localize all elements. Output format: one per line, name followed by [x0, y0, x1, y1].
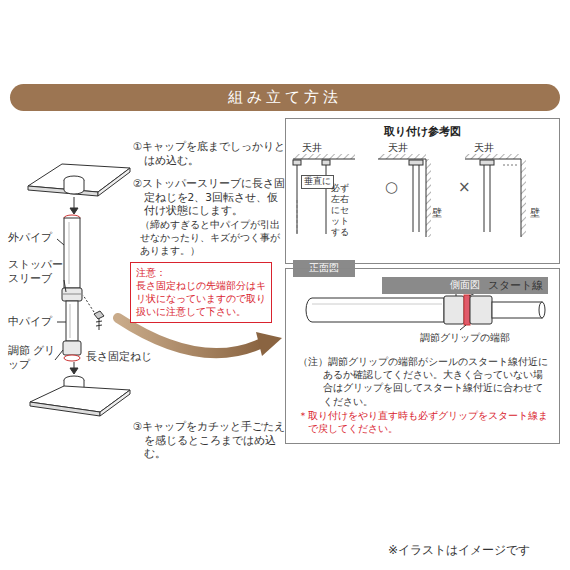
box-heading: 取り付け参考図	[286, 124, 559, 139]
reference-box: 取り付け参考図正面図側面図	[285, 118, 560, 264]
reference-drawings	[293, 154, 526, 237]
step-text: ③キャップをカチッと手ごたえを感じるところまではめ込む。	[133, 420, 289, 461]
part-name: 調節 グリップ	[8, 344, 56, 371]
wall-label: 壁	[530, 206, 540, 219]
ng-mark: ×	[458, 178, 471, 198]
step-text: ①キャップを底までしっかりとはめ込む。	[133, 140, 289, 167]
box-text: ＊取り付けをやり直す時も必ずグリップをスタート線まで戻してください。	[298, 409, 549, 435]
step-text: （締めすぎると中パイプが引出せなかったり、キズがつく事があります。）	[140, 218, 280, 257]
step-text: ②ストッパースリーブに長さ固定ねじを2、3回転させ、仮付け状態にします。	[133, 177, 289, 218]
box-heading: 注意：	[136, 266, 266, 279]
ceiling-label: 天井	[388, 141, 408, 154]
grip-end-label: 調節グリップの端部	[420, 331, 510, 344]
ceiling-label: 天井	[474, 141, 494, 154]
part-name: ストッパー スリーブ	[8, 258, 64, 285]
caution-box: 注意：長さ固定ねじの先端部分はキリ状になっていますので取り扱いに注意して下さい。	[130, 262, 272, 323]
part-name: 長さ固定ねじ	[86, 350, 152, 364]
part-name: 外パイプ	[8, 231, 52, 245]
box-text: 長さ固定ねじの先端部分はキリ状になっていますので取り扱いに注意して下さい。	[136, 279, 266, 318]
start-line-label: スタート線	[488, 279, 543, 293]
arrow-head	[256, 332, 282, 356]
title-band: 組み立て方法	[10, 84, 560, 111]
flow-arrow	[118, 318, 262, 353]
vertical-label: 垂直に	[301, 175, 334, 189]
ok-mark: ○	[385, 178, 398, 198]
part-name: 中パイプ	[8, 315, 52, 329]
wall-label: 壁	[432, 206, 442, 219]
ceiling-label: 天井	[302, 141, 322, 154]
note-box: （注）調節グリップの端部がシールのスタート線付近にあるか確認してください。大きく…	[285, 268, 560, 444]
rod-illustration	[28, 164, 130, 416]
box-heading: （注）調節グリップの端部がシールのスタート線付近にあるか確認してください。大きく…	[298, 355, 549, 408]
disclaimer: ※イラストはイメージです	[388, 543, 530, 559]
note-label: 必ず左右にセットする	[331, 183, 353, 238]
